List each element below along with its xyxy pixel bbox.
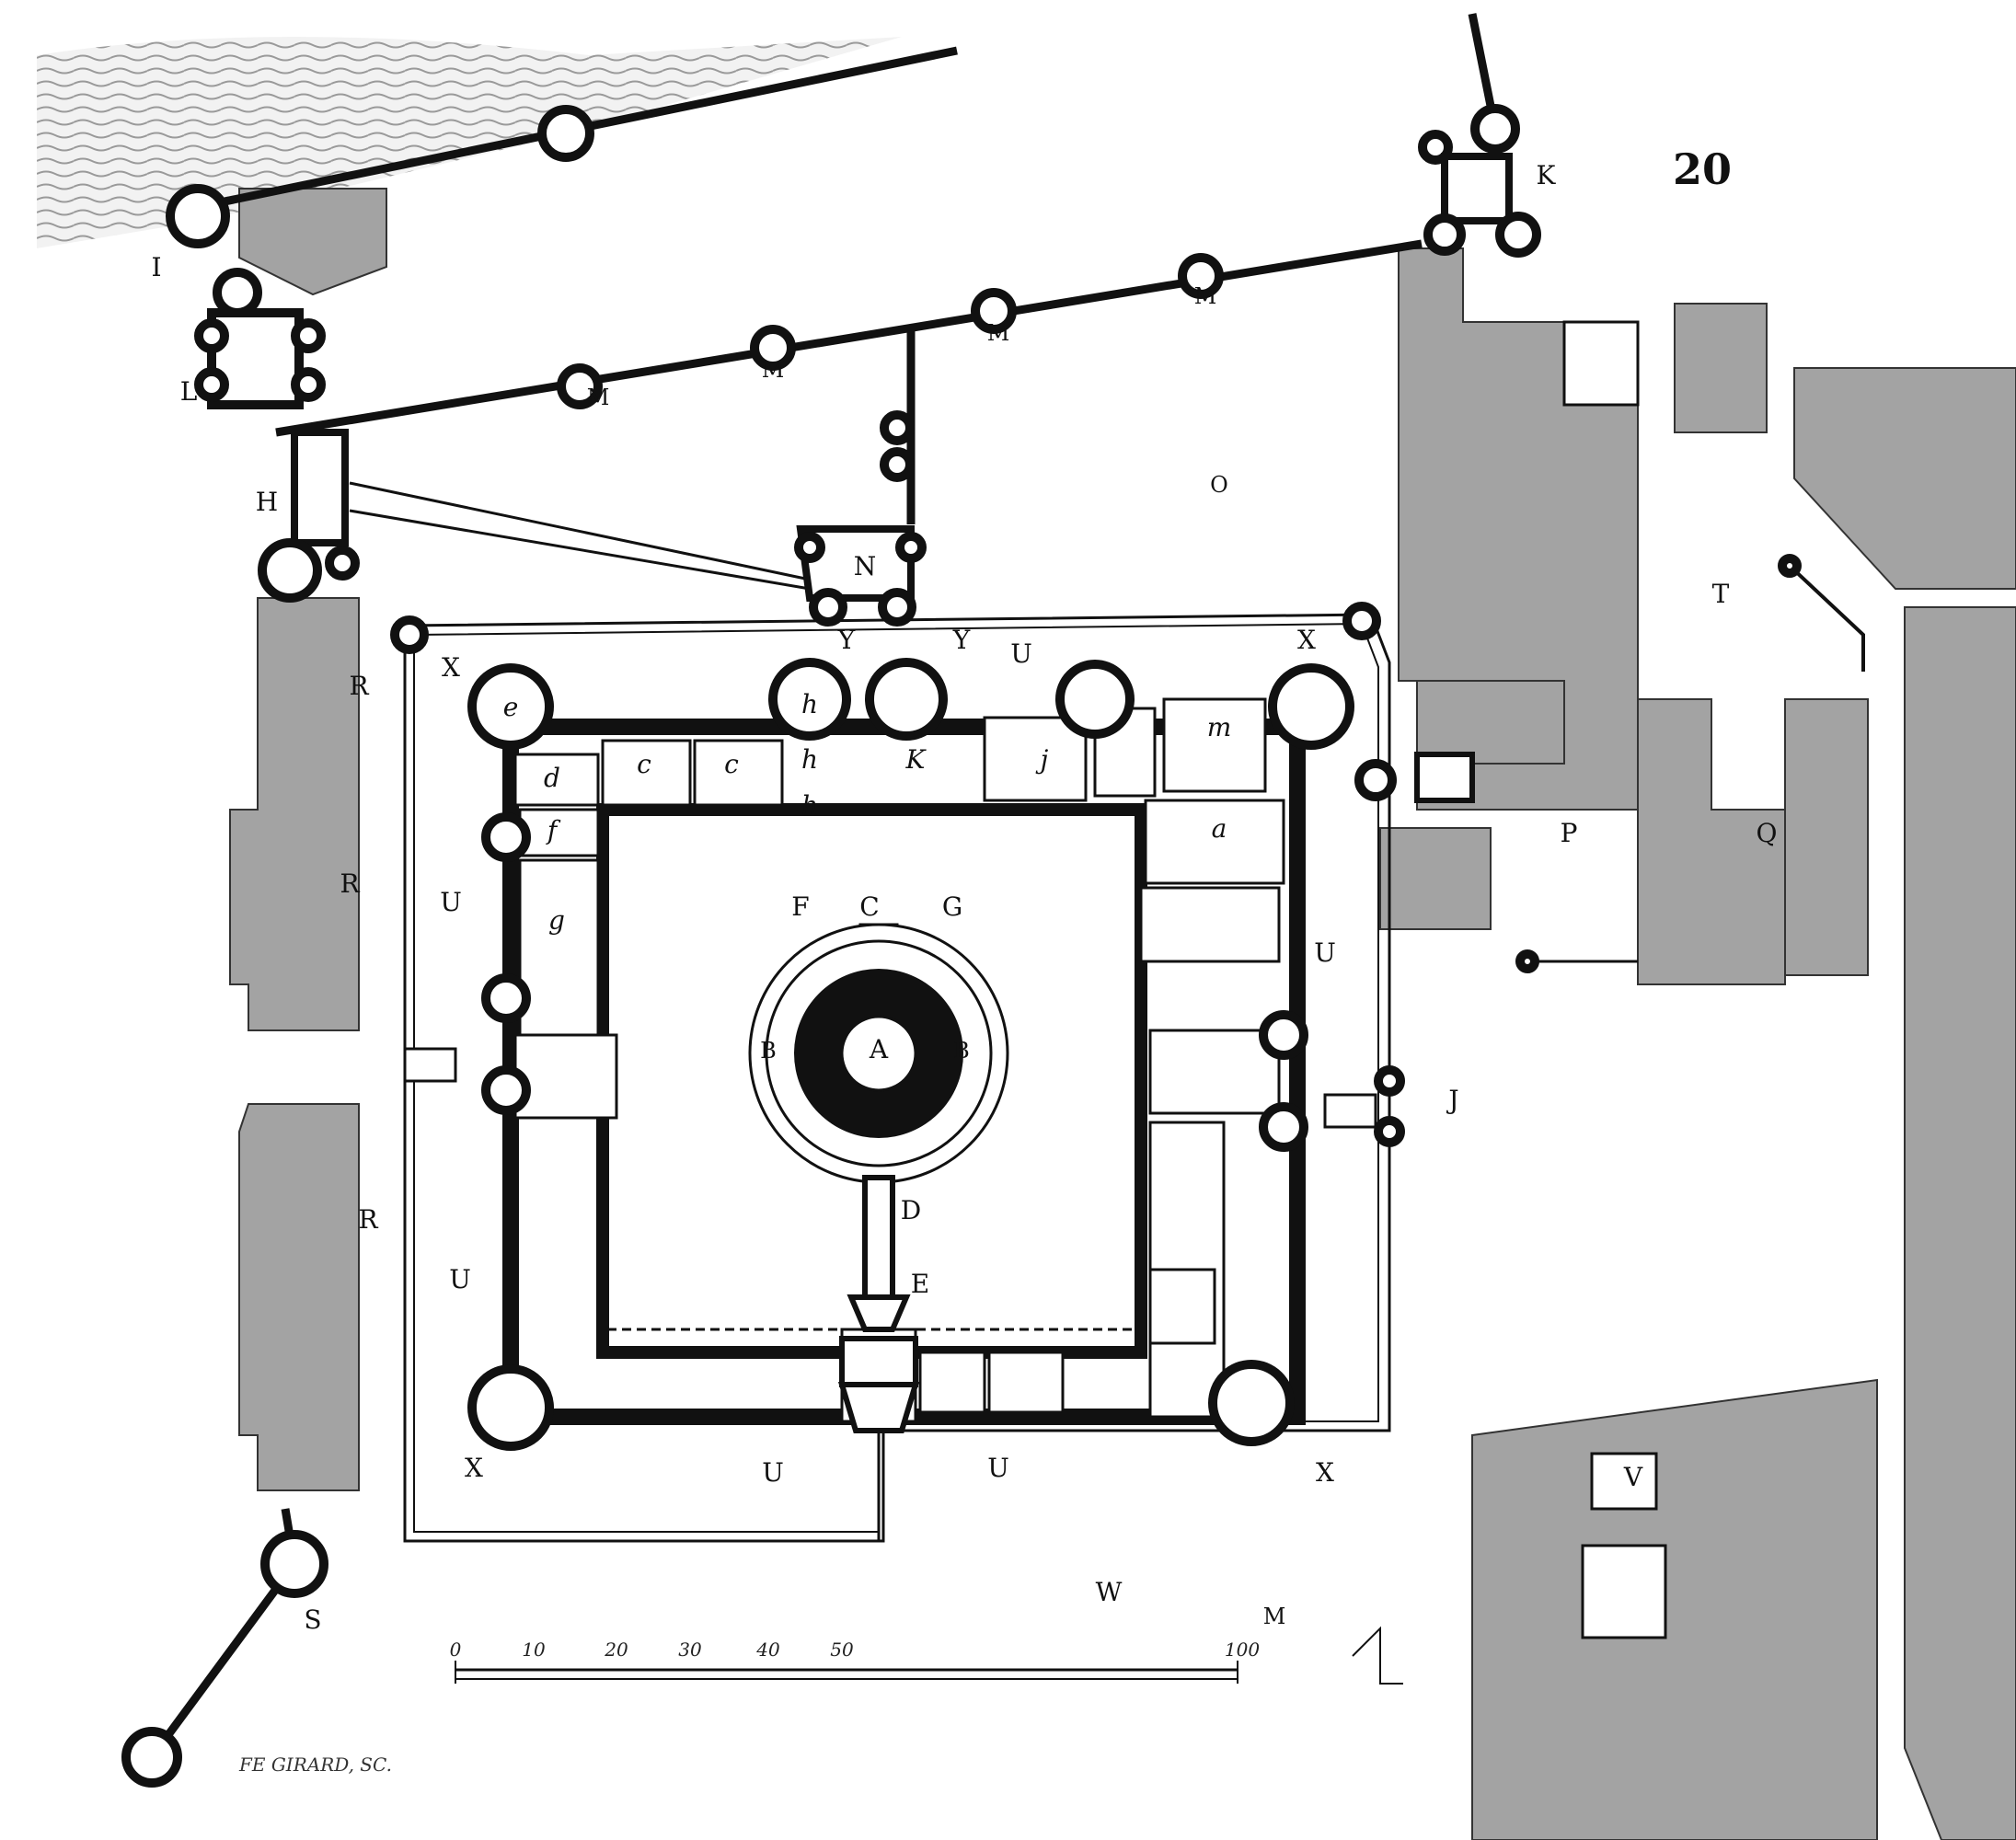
label-B-right: B [953,1038,970,1064]
spur-walls [1515,554,1865,973]
label-N: N [854,551,877,581]
label-K-gate: K [1537,160,1557,190]
label-h-1: h [801,689,818,719]
label-U-east: U [1314,937,1336,968]
scale-unit: M [1263,1604,1286,1629]
southwest-spur [121,1508,328,1788]
gatehouse-northeast [1418,104,1541,258]
label-H: H [256,487,278,517]
label-m: m [1207,712,1232,742]
gatehouse-west [166,184,360,603]
label-I: I [151,252,161,282]
label-L: L [180,376,198,407]
label-Q: Q [1757,818,1778,848]
label-O: O [1210,472,1228,498]
scale-tick-100: 100 [1225,1639,1260,1661]
label-R-1: R [349,671,369,701]
label-P: P [1561,818,1578,848]
label-G: G [942,891,962,922]
label-M-4: M [1194,283,1217,309]
label-U-west-2: U [449,1264,471,1294]
engraver-signature: FE GIRARD, SC. [238,1754,392,1776]
label-C: C [859,891,879,922]
label-X-sw: X [465,1453,483,1483]
label-d: d [544,763,560,793]
gates [403,752,1475,1147]
label-F: F [791,891,809,922]
label-M-2: M [762,357,785,383]
label-W: W [1096,1577,1123,1607]
label-S: S [304,1604,321,1635]
scale-tick-10: 10 [522,1639,546,1661]
scale-tick-30: 30 [678,1639,702,1661]
outbuildings-right [1379,247,2016,1840]
label-R-2: R [340,868,360,899]
label-X-nw: X [442,652,460,683]
label-h-2: h [801,744,818,775]
label-M-3: M [987,320,1010,346]
scale-tick-0: 0 [450,1639,462,1661]
corner-towers [467,658,1354,1451]
label-X-ne: X [1297,625,1316,655]
castle-body [502,697,1306,1425]
label-e: e [503,692,519,722]
scale-bar: 0 10 20 30 40 50 100 M [450,1604,1403,1685]
label-X-se: X [1316,1457,1334,1488]
label-U-north: U [1010,638,1032,669]
label-c-1: c [637,749,651,779]
outbuildings-left [229,188,387,1491]
label-A: A [869,1034,889,1064]
label-T: T [1712,579,1730,609]
label-h-3: h [801,790,818,821]
label-U-west-1: U [440,887,462,917]
scale-tick-50: 50 [830,1639,854,1661]
label-k: K [905,744,927,775]
label-D: D [901,1195,921,1225]
label-R-3: R [358,1204,378,1235]
label-B-left: B [760,1038,777,1064]
label-a: a [1212,813,1227,844]
wall-towers [537,105,1224,482]
plate-number: 20 [1673,144,1732,194]
label-J: J [1446,1085,1458,1115]
label-Y-1: Y [837,625,856,655]
label-g: g [548,905,565,936]
scale-tick-20: 20 [604,1639,628,1661]
label-Y-2: Y [952,625,971,655]
label-U-south-2: U [987,1453,1009,1483]
label-M-1: M [587,385,610,410]
label-E: E [911,1269,929,1299]
label-c-2: c [724,749,739,779]
label-U-south-1: U [762,1457,784,1488]
scale-tick-40: 40 [755,1639,780,1661]
donjon [748,923,1009,1541]
label-V: V [1623,1462,1643,1492]
gate-N [794,525,927,627]
